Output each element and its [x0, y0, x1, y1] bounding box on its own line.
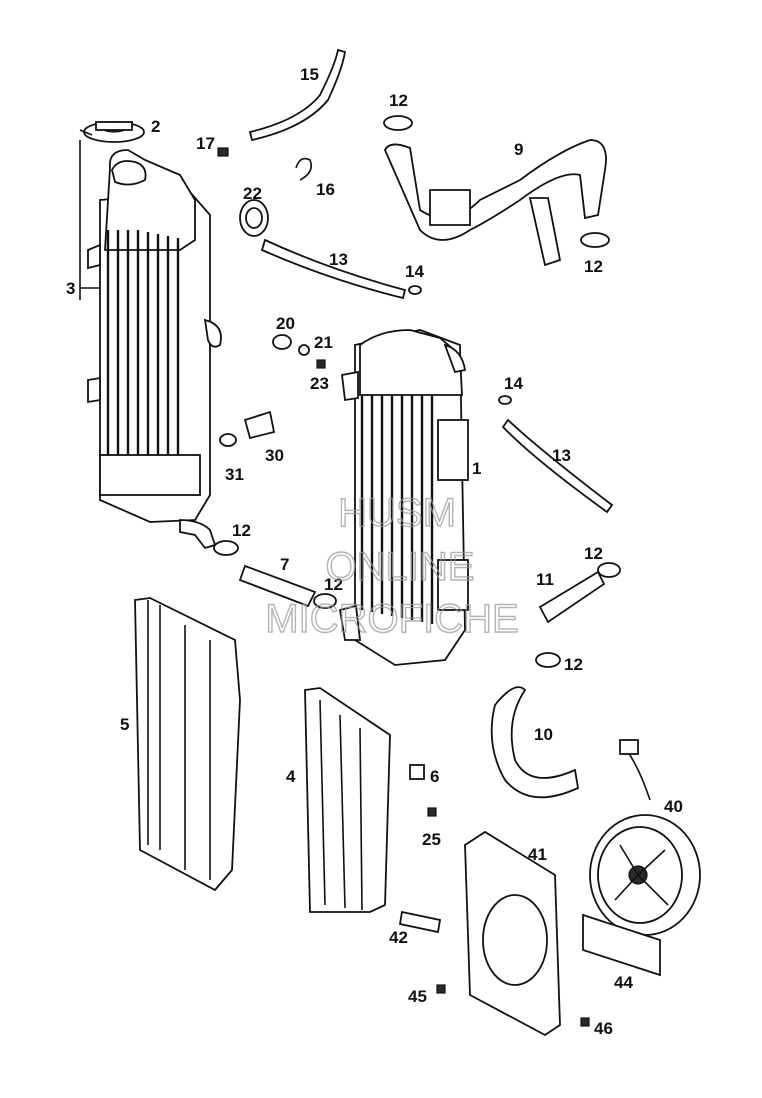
hose-10	[490, 686, 580, 799]
callout-41: 41	[528, 845, 547, 864]
callout-31: 31	[225, 465, 244, 484]
callout-44: 44	[614, 973, 633, 992]
callout-11: 11	[536, 570, 554, 589]
watermark: HUSM ONLINE MICROFICHE	[265, 490, 520, 641]
callout-45: 45	[408, 987, 427, 1006]
callout-12-d: 12	[324, 575, 343, 594]
callout-20: 20	[276, 314, 295, 333]
hose-13-top	[260, 238, 407, 300]
radiator-shroud-right	[304, 687, 391, 913]
callout-6: 6	[430, 767, 439, 786]
hose-15	[248, 48, 347, 142]
callout-2: 2	[151, 117, 160, 136]
hose-clamps	[213, 115, 621, 668]
hose-13-right	[501, 418, 614, 514]
callout-12-f: 12	[564, 655, 583, 674]
callout-15: 15	[300, 65, 319, 84]
callout-13-a: 13	[329, 250, 348, 269]
watermark-line-1: HUSM	[338, 491, 456, 535]
callout-21: 21	[314, 333, 333, 352]
callout-22: 22	[243, 184, 262, 203]
callout-5: 5	[120, 715, 129, 734]
callout-12-b: 12	[584, 257, 603, 276]
hardware-small-parts	[217, 147, 590, 1027]
callout-7: 7	[280, 555, 289, 574]
callout-14-a: 14	[405, 262, 424, 281]
callout-9: 9	[514, 140, 523, 159]
callout-12-a: 12	[389, 91, 408, 110]
left-radiator-core	[106, 230, 180, 478]
callout-12-e: 12	[584, 544, 603, 563]
callout-23: 23	[310, 374, 329, 393]
callout-13-b: 13	[552, 446, 571, 465]
right-radiator	[338, 329, 469, 666]
radiator-cap	[83, 121, 145, 143]
callout-30: 30	[265, 446, 284, 465]
fan-plate	[582, 913, 661, 977]
callout-12-c: 12	[232, 521, 251, 540]
right-radiator-core	[360, 395, 434, 624]
watermark-line-2: ONLINE	[326, 545, 475, 589]
callout-3: 3	[66, 279, 75, 298]
hose-9	[384, 139, 607, 267]
callout-10: 10	[534, 725, 553, 744]
cooling-fan	[589, 739, 701, 936]
callout-17: 17	[196, 134, 215, 153]
callout-16: 16	[316, 180, 335, 199]
callout-14-b: 14	[504, 374, 523, 393]
leader-lines	[79, 129, 100, 300]
callout-labels: 1 2 3 4 5 6 7 9 10 11 12 12 12 12 12 12 …	[66, 65, 683, 1038]
radiator-shroud-left	[134, 597, 241, 892]
hose-11	[538, 570, 606, 624]
callout-25: 25	[422, 830, 441, 849]
hose-7	[238, 564, 317, 608]
callout-40: 40	[664, 797, 683, 816]
callout-4: 4	[286, 767, 296, 786]
callout-42: 42	[389, 928, 408, 947]
fan-bracket	[464, 830, 561, 1037]
callout-46: 46	[594, 1019, 613, 1038]
callout-1: 1	[472, 459, 481, 478]
left-radiator	[87, 149, 222, 550]
watermark-line-3: MICROFICHE	[265, 597, 518, 641]
